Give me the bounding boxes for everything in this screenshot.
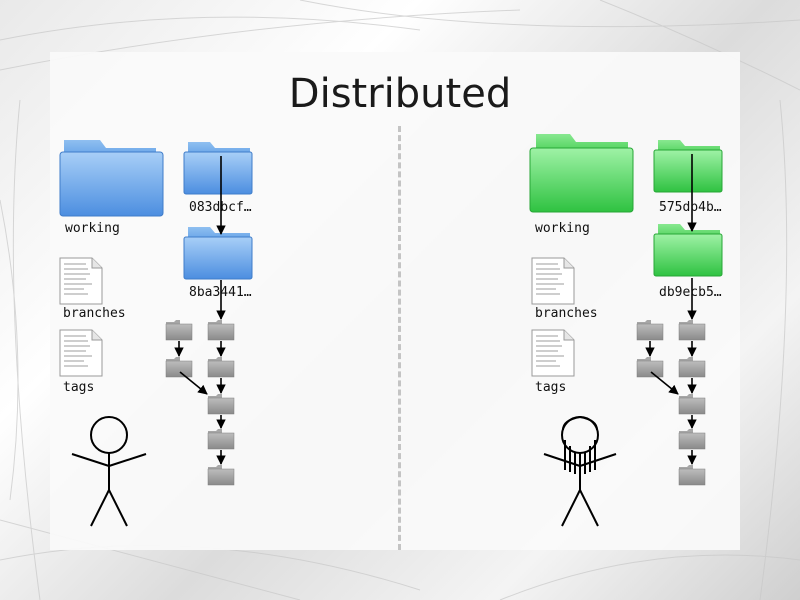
left-history-folder-4: [207, 428, 235, 450]
left-tags-document-icon: [59, 329, 103, 377]
right-tags-document-icon: [531, 329, 575, 377]
right-commit-1-label: 575db4b…: [659, 200, 722, 215]
right-person-with-hair-icon: [543, 415, 617, 527]
left-branch-folder-1: [165, 319, 193, 341]
left-history-folder-5: [207, 464, 235, 486]
left-tags-label: tags: [63, 380, 95, 395]
left-history-folder-1: [207, 319, 235, 341]
left-branch-folder-2: [165, 356, 193, 378]
left-history-folder-3: [207, 393, 235, 415]
left-commit-2-label: 8ba3441…: [189, 285, 252, 300]
right-commit-1-folder-icon: [653, 140, 723, 193]
left-working-folder-icon: [59, 140, 164, 217]
left-history-folder-2: [207, 356, 235, 378]
left-working-label: working: [65, 221, 120, 236]
slide-title: Distributed: [288, 71, 512, 117]
right-arrows: [645, 154, 697, 465]
right-branches-document-icon: [531, 257, 575, 305]
right-history-folder-2: [678, 356, 706, 378]
right-commit-2-folder-icon: [653, 224, 723, 277]
left-commit-1-folder-icon: [183, 142, 253, 195]
left-commit-2-folder-icon: [183, 227, 253, 280]
right-history-folder-3: [678, 393, 706, 415]
left-person-icon: [71, 416, 147, 527]
right-commit-2-label: db9ecb5…: [659, 285, 722, 300]
left-arrows: [174, 156, 226, 465]
slide-panel: [50, 52, 740, 550]
left-branches-label: branches: [63, 306, 126, 321]
right-working-label: working: [535, 221, 590, 236]
right-branch-folder-2: [636, 356, 664, 378]
right-history-folder-1: [678, 319, 706, 341]
right-branches-label: branches: [535, 306, 598, 321]
left-branches-document-icon: [59, 257, 103, 305]
right-branch-folder-1: [636, 319, 664, 341]
right-history-folder-4: [678, 428, 706, 450]
right-history-folder-5: [678, 464, 706, 486]
right-working-folder-icon: [529, 134, 634, 213]
right-tags-label: tags: [535, 380, 567, 395]
dashed-divider: [398, 126, 401, 550]
left-commit-1-label: 083dbcf…: [189, 200, 252, 215]
